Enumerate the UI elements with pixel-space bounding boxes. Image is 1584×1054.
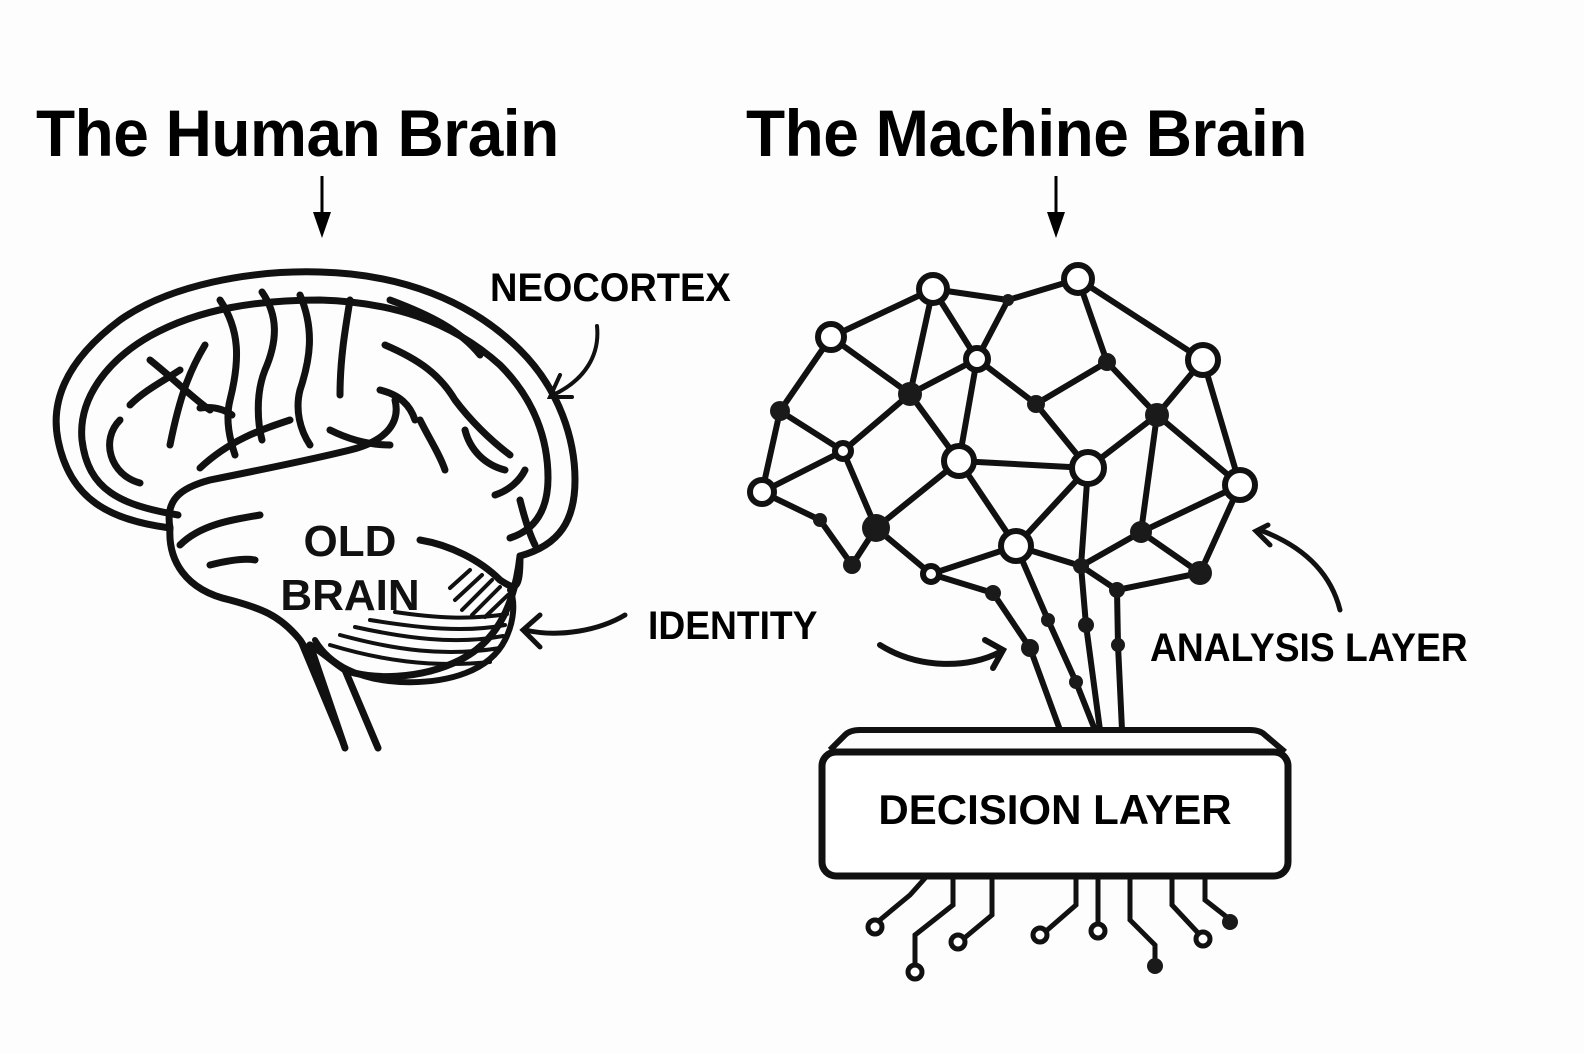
neocortex-label: NEOCORTEX xyxy=(490,266,731,310)
network-edge xyxy=(759,448,846,495)
network-trunk-line xyxy=(1083,622,1103,733)
network-node-solid xyxy=(843,556,861,574)
network-node-solid xyxy=(1078,617,1094,633)
network-node-solid xyxy=(770,401,790,421)
identity-left-arrow-icon xyxy=(519,612,628,650)
decision-layer-box: DECISION LAYER xyxy=(818,727,1292,880)
output-pin-trace xyxy=(1127,873,1158,963)
network-node-open xyxy=(963,345,991,373)
network-edge xyxy=(990,590,1033,651)
output-pin-trace xyxy=(912,873,956,971)
output-pin-trace xyxy=(1202,873,1231,921)
network-edge xyxy=(1114,570,1203,593)
network-node-solid xyxy=(1069,675,1083,689)
network-node-solid xyxy=(1130,521,1152,543)
output-pin-trace xyxy=(1042,873,1079,935)
network-node-solid xyxy=(813,513,827,527)
network-edge xyxy=(817,517,855,568)
output-pin-open xyxy=(1030,925,1050,945)
network-node-solid xyxy=(1188,561,1212,585)
brain-outer-outline xyxy=(52,268,579,752)
output-pin-open xyxy=(1193,929,1213,949)
network-edge xyxy=(1138,482,1243,535)
old-brain-text: OLD BRAIN xyxy=(280,517,419,620)
network-node-open xyxy=(916,272,950,306)
output-pin-solid xyxy=(1147,958,1163,974)
decision-layer-label: DECISION LAYER xyxy=(878,786,1231,833)
network-node-open xyxy=(815,321,847,353)
identity-label: IDENTITY xyxy=(648,604,818,648)
network-node-solid xyxy=(898,382,922,406)
network-edge xyxy=(1114,587,1121,648)
output-pin-open xyxy=(948,932,968,952)
old-brain-line2: BRAIN xyxy=(280,571,419,620)
network-edge xyxy=(777,408,846,454)
network-node-open xyxy=(1185,342,1221,378)
output-pin-trace xyxy=(872,873,930,927)
network-node-open xyxy=(920,563,942,585)
network-edge xyxy=(1033,359,1110,407)
network-node-solid xyxy=(1098,353,1116,371)
network-edge xyxy=(1045,617,1079,685)
output-pin-open xyxy=(905,962,925,982)
network-node-solid xyxy=(862,514,890,542)
network-edge xyxy=(1075,276,1206,363)
machine-title-down-arrow-icon xyxy=(1047,176,1065,238)
network-edge xyxy=(1104,359,1160,418)
output-pin-trace xyxy=(1169,873,1203,938)
output-pin-open xyxy=(1088,921,1108,941)
network-edge xyxy=(1138,412,1160,535)
network-node-open xyxy=(747,477,777,507)
network-node-solid xyxy=(1073,558,1089,574)
network-node-solid xyxy=(1111,638,1125,652)
network-node-open xyxy=(998,528,1034,564)
analysis-layer-label: ANALYSIS LAYER xyxy=(1150,626,1468,670)
cerebellum-hatching xyxy=(312,568,517,686)
network-node-solid xyxy=(1041,613,1055,627)
network-node-solid xyxy=(1002,294,1014,306)
network-node-open xyxy=(1222,467,1258,503)
network-node-solid xyxy=(1021,639,1039,657)
identity-right-arrow-icon xyxy=(877,637,1008,671)
old-brain-line1: OLD xyxy=(304,517,397,566)
network-node-open xyxy=(941,443,977,479)
network-edge xyxy=(907,286,936,397)
network-edge xyxy=(840,391,913,454)
output-pin-solid xyxy=(1222,914,1238,930)
network-edge xyxy=(1078,529,1144,569)
temporal-lobe-outline xyxy=(165,396,400,532)
output-pin-open xyxy=(865,917,885,937)
network-trunk-line xyxy=(1027,645,1063,733)
network-node-open xyxy=(1061,262,1095,296)
human-title-down-arrow-icon xyxy=(313,176,331,238)
network-node-open xyxy=(1069,449,1107,487)
network-node-solid xyxy=(1145,403,1169,427)
decision-layer-output-pins xyxy=(865,873,1238,982)
network-edge xyxy=(1154,412,1243,488)
network-nodes xyxy=(747,262,1258,689)
network-trunk-line xyxy=(1115,642,1125,733)
analysis-layer-arrow-icon xyxy=(1251,522,1343,613)
neocortex-arrow-icon xyxy=(546,324,600,399)
network-node-solid xyxy=(1109,582,1125,598)
output-pin-trace xyxy=(959,873,995,943)
network-edge xyxy=(1200,357,1243,488)
network-node-solid xyxy=(1027,395,1045,413)
machine-brain-title: The Machine Brain xyxy=(746,96,1307,170)
network-node-solid xyxy=(985,585,1001,601)
network-trunk-line xyxy=(1073,679,1098,733)
network-edge xyxy=(828,286,936,340)
human-brain-drawing xyxy=(52,268,579,752)
network-edge xyxy=(956,458,1091,471)
network-edge xyxy=(828,334,913,397)
human-brain-title: The Human Brain xyxy=(36,96,559,170)
network-edge xyxy=(1078,563,1089,628)
network-node-open xyxy=(832,440,854,462)
